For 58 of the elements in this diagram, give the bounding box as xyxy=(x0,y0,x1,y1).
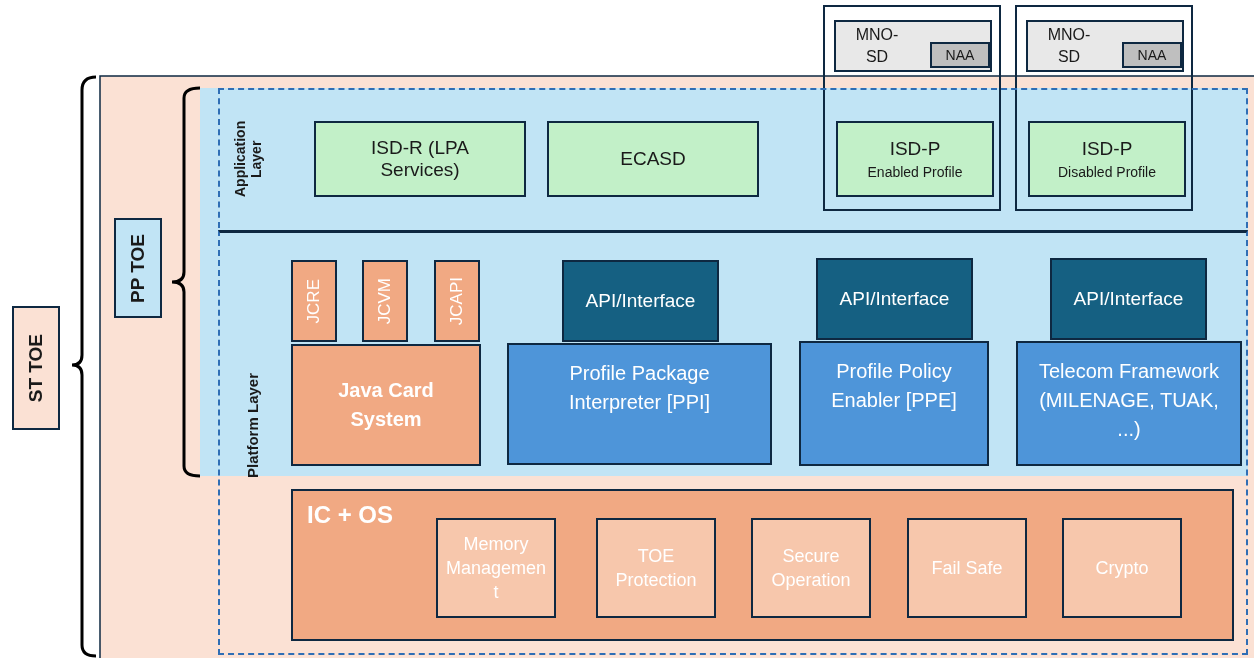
component-label: MNO-SD xyxy=(1046,25,1092,67)
scope-label-box xyxy=(114,218,162,318)
component-box xyxy=(291,344,481,466)
component-box xyxy=(362,260,408,342)
interface-box xyxy=(816,258,973,340)
component-label: Platform Layer xyxy=(244,373,261,479)
component-box xyxy=(1016,341,1242,466)
component-box xyxy=(930,42,990,68)
component-label: API/Interface xyxy=(1073,288,1184,310)
component-box xyxy=(799,341,989,466)
component-label: Telecom Framework (MILENAGE, TUAK, ...) xyxy=(1037,359,1220,442)
component-label: JCAPI xyxy=(447,276,467,326)
component-label: PP TOE xyxy=(127,233,149,303)
component-box xyxy=(507,343,772,465)
layer-region xyxy=(218,230,1248,655)
component-box xyxy=(907,518,1027,618)
domain-box xyxy=(1026,20,1184,72)
layer-region xyxy=(218,88,1248,228)
component-label: NAA xyxy=(1137,47,1167,63)
component-label: API/Interface xyxy=(839,288,950,310)
component-box xyxy=(836,121,994,197)
component-label: MNO-SD xyxy=(854,25,900,67)
component-label: Java Card System xyxy=(337,378,435,432)
component-label: Crypto xyxy=(1094,557,1150,580)
scope-label-box xyxy=(12,306,60,430)
component-box xyxy=(1062,518,1182,618)
component-label: API/Interface xyxy=(585,290,696,312)
component-label: Profile Package Interpreter [PPI] xyxy=(567,361,712,415)
component-label: TOE Protection xyxy=(614,545,698,592)
component-box xyxy=(751,518,871,618)
interface-box xyxy=(1050,258,1207,340)
component-label: Memory Management xyxy=(444,533,548,604)
component-label: ISD-P xyxy=(1081,138,1133,160)
component-label: NAA xyxy=(945,47,975,63)
component-box xyxy=(596,518,716,618)
component-label: Profile Policy Enabler [PPE] xyxy=(830,359,958,413)
component-label: ISD-R (LPA Services) xyxy=(370,137,470,181)
component-label: ECASD xyxy=(619,148,687,170)
component-caption: Disabled Profile xyxy=(1057,164,1157,180)
component-label: Secure Operation xyxy=(770,545,852,592)
component-label: ST TOE xyxy=(25,333,47,403)
component-box xyxy=(1028,121,1186,197)
interface-box xyxy=(562,260,719,342)
domain-box xyxy=(834,20,992,72)
component-label: JCVM xyxy=(375,277,395,325)
component-label: Application Layer xyxy=(231,119,265,200)
component-box xyxy=(291,260,337,342)
component-label: Fail Safe xyxy=(930,557,1004,580)
component-label: IC + OS xyxy=(307,501,394,529)
component-box xyxy=(314,121,526,197)
platform-box xyxy=(291,489,1234,641)
component-label: ISD-P xyxy=(889,138,941,160)
component-box xyxy=(1122,42,1182,68)
component-caption: Enabled Profile xyxy=(867,164,963,180)
component-box xyxy=(547,121,759,197)
component-label: JCRE xyxy=(304,278,324,324)
component-box xyxy=(434,260,480,342)
component-box xyxy=(436,518,556,618)
